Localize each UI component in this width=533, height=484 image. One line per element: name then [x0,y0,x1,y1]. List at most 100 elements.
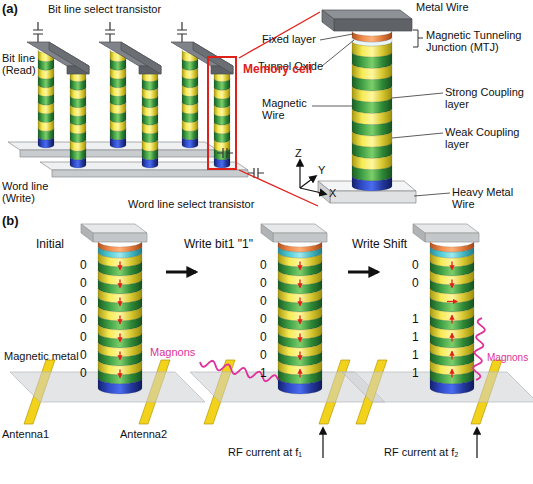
pillar-layer [352,120,392,136]
pillar-layer [430,333,474,348]
part-label: Metal Wire [416,1,469,13]
pillar-layer [182,102,198,114]
bit-value: 0 [412,277,419,290]
pillar-layer [430,241,474,252]
part-label: Strong Coupling layer [445,86,525,110]
pillar-layer [110,128,126,140]
pillar-layer [182,94,198,106]
pillar-layer [352,176,392,191]
bracket [413,30,423,47]
metal-wire [334,19,412,31]
spin-arrow [299,316,300,324]
bit-value: 1 [412,367,419,380]
step-title: Write Shift [352,238,407,251]
transistor-symbol [177,22,187,42]
part-label: Magnetic Wire [262,97,310,121]
axis-label: X [329,187,336,199]
magnon-label: Magnons [487,352,528,363]
part-label: Word line select transistor [128,198,254,210]
pillar-layer [352,31,392,42]
pillar-layer [352,64,392,80]
pillar-layer [70,131,86,143]
step-arrow [348,271,378,274]
pillar-layer [352,142,392,158]
pillar-layer [110,67,126,79]
magnon-label: Magnons [150,346,195,358]
part-label: Bit line select transistor [48,3,161,15]
pillar-layer [278,297,322,312]
pillar-layer [430,297,474,312]
word-line [52,170,248,177]
pillar-layer [352,86,392,102]
bit-value: 1 [260,367,267,380]
pillar-layer [352,109,392,125]
pillar-layer [352,97,392,113]
axis-arrow [299,160,300,188]
memory-cell-box: Memory cell [207,56,237,170]
pillar-layer [142,87,158,99]
spin-arrow [119,316,120,324]
metal-wire [93,233,147,242]
transistor-symbol [217,148,233,158]
leader-line [312,106,352,107]
part-label: Word line (Write) [2,180,52,204]
panel-label: (a) [2,2,18,16]
pillar-layer [98,333,142,348]
bit-value: 0 [412,259,419,272]
bit-value: 1 [412,331,419,344]
pillar-layer [98,315,142,330]
pillar-layer [430,261,474,276]
spin-arrow [451,370,452,378]
pillar-layer [214,79,230,91]
spin-arrow [451,352,452,360]
pillar-layer [110,111,126,123]
bit-value: 1 [412,349,419,362]
pillar-layer [430,279,474,294]
panel-label: (b) [2,214,19,228]
bit-value: 0 [80,367,87,380]
pillar-layer [70,96,86,108]
transistor-symbol [33,22,43,42]
pillar-layer [352,52,392,68]
spin-arrow [299,334,300,342]
pillar-layer [38,137,54,148]
bit-line [121,42,161,74]
pillar-layer [278,378,322,394]
pillar-layer [278,261,322,276]
pillar-layer [142,157,158,168]
pillar-layer [110,76,126,88]
leader-line [392,93,443,98]
pillar-layer [38,94,54,106]
pillar-layer [214,87,230,99]
write-sequence [10,224,533,458]
metal-wire [322,10,412,19]
bit-value: 0 [80,331,87,344]
leader-line [322,40,354,66]
pillar-layer [110,120,126,132]
metal-wire [413,224,425,242]
pillar-layer [182,59,198,71]
part-label: Antenna1 [2,428,49,440]
pillar-layer [38,59,54,71]
step-title: Write bit1 "1" [184,238,253,251]
pillar-layer [430,315,474,330]
pillar-layer [182,111,198,123]
axis-label: Y [318,164,325,176]
pillar-layer [110,102,126,114]
part-label: Magnetic metal [4,350,79,362]
bit-value: 0 [80,349,87,362]
pillar-layer [70,157,86,168]
pillar-layer [142,122,158,134]
node-heading: Memory cell [243,62,312,76]
pillar-layer [142,105,158,117]
bit-value: 0 [260,331,267,344]
pillar-layer [38,85,54,97]
pillar-layer [38,120,54,132]
pillar-layer [142,131,158,143]
pillar-layer [214,96,230,108]
step-arrow [166,271,196,274]
pillar-layer [142,114,158,126]
axis-label: Z [295,147,302,159]
bit-value: 0 [80,259,87,272]
pillar-layer [110,94,126,106]
